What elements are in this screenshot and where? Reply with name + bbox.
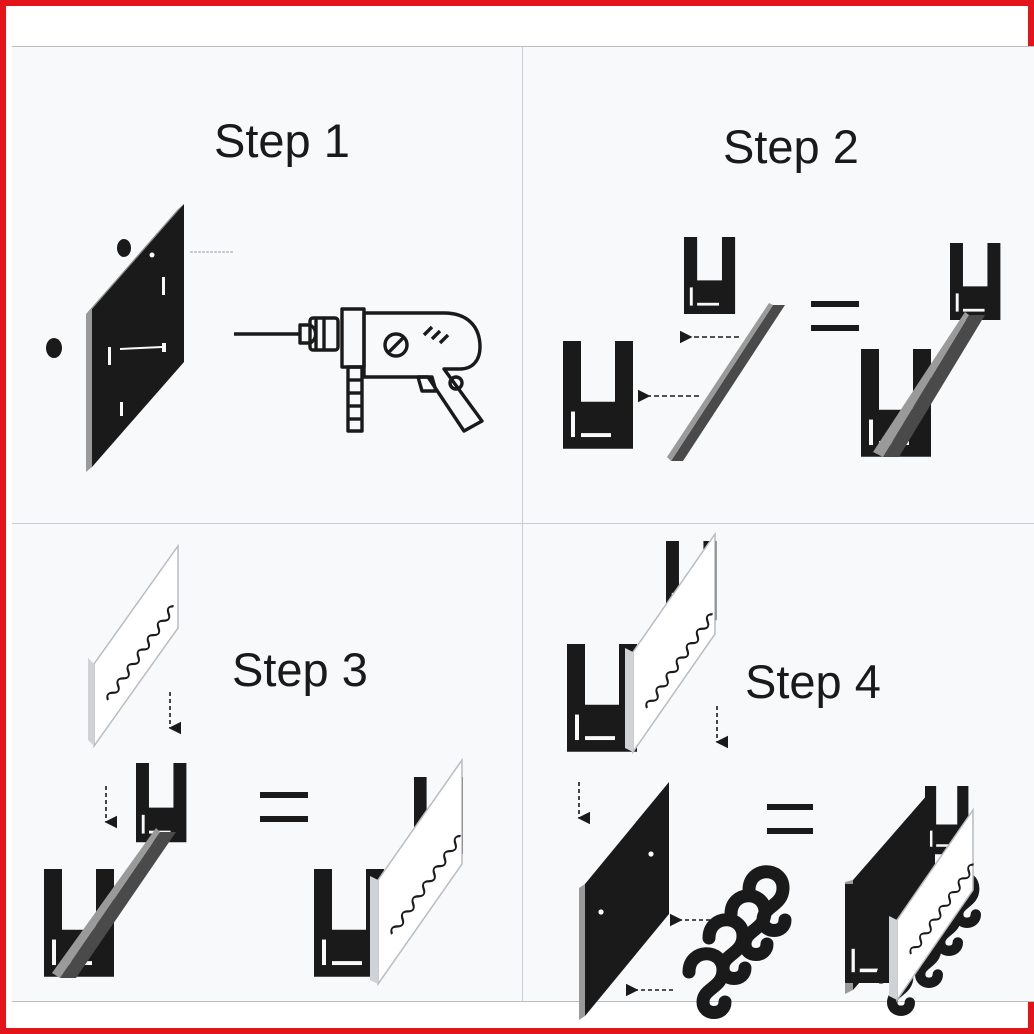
assembled-rack-icon (845, 786, 976, 1011)
step-3-illustration (44, 543, 465, 987)
step-2-title: Step 2 (723, 120, 859, 173)
wall-plug-icon (46, 239, 131, 358)
bracket-icon (684, 237, 736, 314)
arrow-icon (104, 692, 182, 829)
name-plate-icon (370, 757, 465, 987)
step-1-illustration (46, 204, 484, 472)
bracket-icon (950, 243, 1001, 320)
step-1-panel: Step 1 (12, 47, 522, 523)
arrow-icon (577, 706, 729, 997)
connector-strip-icon (52, 828, 176, 978)
step-2-illustration (563, 237, 1001, 461)
grid-divider-vertical (522, 47, 523, 1001)
bracket-icon (563, 341, 633, 449)
drill-icon (234, 307, 484, 433)
hook-icon (689, 954, 725, 1013)
wall-plate-icon (579, 782, 669, 1020)
screw-icon (119, 251, 234, 352)
instruction-grid: Step 1 (12, 46, 1034, 1020)
step-3-panel: Step 3 (12, 524, 522, 1001)
equals-icon (767, 804, 813, 834)
step-1-title: Step 1 (214, 114, 350, 167)
connector-strip-icon (873, 312, 985, 457)
grid-divider-horizontal (12, 523, 1034, 524)
equals-icon (260, 792, 308, 822)
step-3-title: Step 3 (232, 643, 368, 696)
step-4-illustration (567, 531, 1034, 1020)
bracket-icon (136, 763, 187, 843)
connector-strip-icon (667, 303, 785, 461)
name-plate-icon (625, 531, 717, 755)
arrow-icon (637, 330, 739, 403)
name-plate-icon (88, 543, 179, 749)
step-2-panel: Step 2 (523, 47, 1034, 523)
wall-plate-icon (86, 204, 184, 472)
step-4-panel: Step 4 (523, 524, 1034, 1020)
equals-icon (811, 301, 859, 331)
step-4-title: Step 4 (745, 655, 881, 708)
